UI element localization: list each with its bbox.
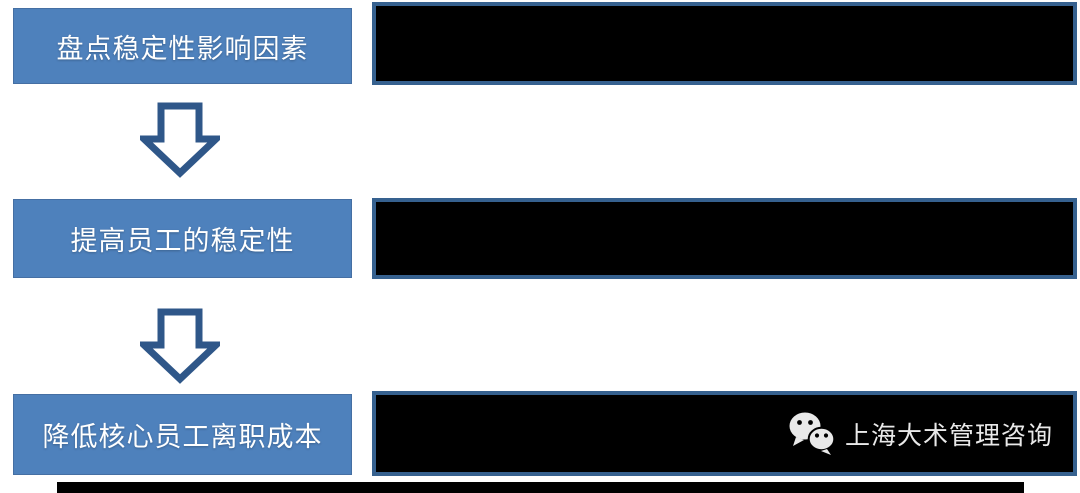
watermark-text: 上海大术管理咨询 [844, 421, 1053, 450]
down-arrow-icon [140, 308, 220, 384]
watermark: 上海大术管理咨询 [788, 395, 1053, 472]
step-label-1: 盘点稳定性影响因素 [56, 33, 309, 64]
down-arrow-icon [140, 102, 220, 178]
content-panel-1 [372, 2, 1077, 85]
content-panel-3: 上海大术管理咨询 [372, 391, 1077, 476]
wechat-logo-icon [789, 412, 836, 455]
content-panel-2 [372, 198, 1077, 279]
step-box-2: 提高员工的稳定性 [13, 199, 352, 278]
step-label-3: 降低核心员工离职成本 [42, 422, 323, 452]
bottom-bar [57, 482, 1024, 493]
step-box-3: 降低核心员工离职成本 [13, 394, 352, 475]
step-box-1: 盘点稳定性影响因素 [13, 8, 352, 84]
step-label-2: 提高员工的稳定性 [70, 226, 295, 256]
